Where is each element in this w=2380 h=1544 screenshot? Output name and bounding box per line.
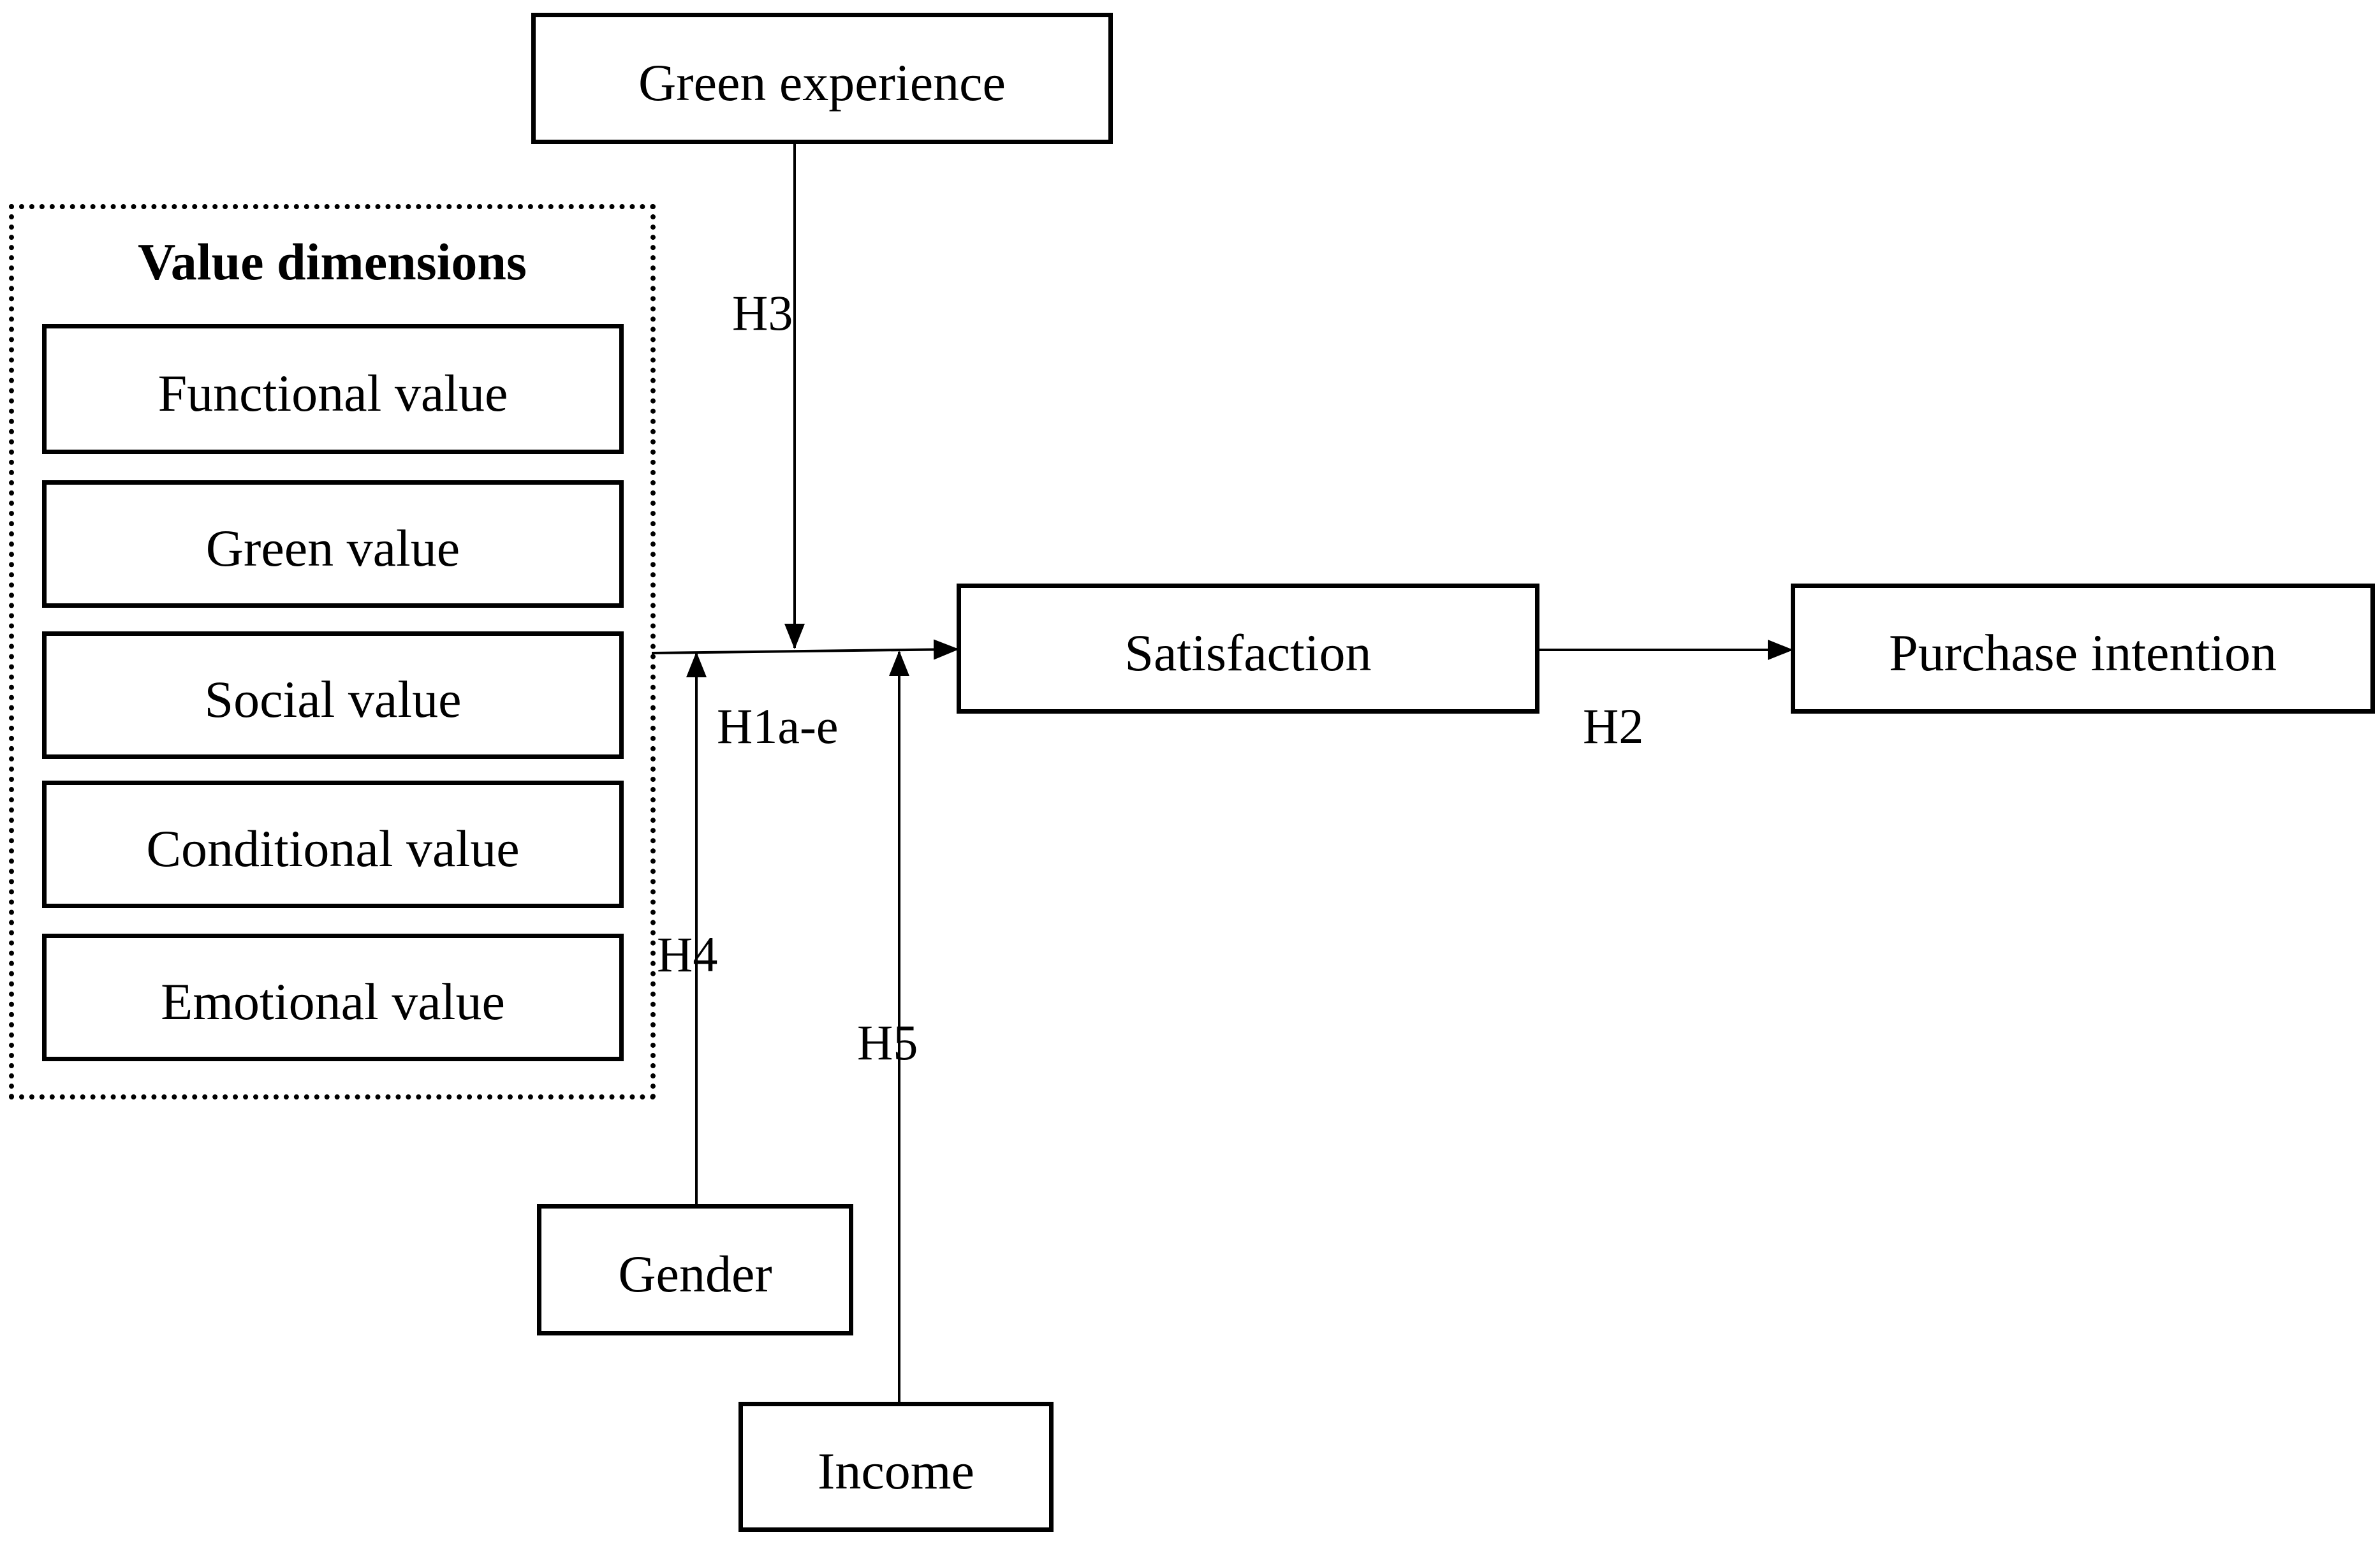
green-experience-label: Green experience	[638, 54, 1006, 112]
social-value-box: Social value	[42, 631, 624, 759]
value-dimensions-group	[9, 204, 656, 1099]
green-experience-box: Green experience	[531, 13, 1113, 144]
income-label: Income	[818, 1442, 974, 1500]
conditional-value-label: Conditional value	[146, 820, 520, 878]
gender-label: Gender	[618, 1245, 772, 1303]
income-box: Income	[738, 1402, 1054, 1532]
hypothesis-h2-label: H2	[1583, 698, 1644, 754]
hypothesis-h1-label: H1a-e	[717, 698, 839, 754]
emotional-value-label: Emotional value	[161, 973, 505, 1031]
satisfaction-box: Satisfaction	[957, 584, 1539, 714]
green-value-box: Green value	[42, 480, 624, 608]
purchase-intention-box: Purchase intention	[1791, 584, 2375, 714]
satisfaction-label: Satisfaction	[1124, 624, 1372, 682]
functional-value-box: Functional value	[42, 324, 624, 454]
emotional-value-box: Emotional value	[42, 934, 624, 1061]
functional-value-label: Functional value	[158, 364, 508, 422]
conditional-value-box: Conditional value	[42, 781, 624, 908]
hypothesis-h3-label: H3	[732, 285, 793, 341]
purchase-intention-label: Purchase intention	[1888, 624, 2277, 682]
hypothesis-h4-label: H4	[657, 927, 718, 982]
green-value-label: Green value	[205, 519, 460, 577]
gender-box: Gender	[537, 1204, 853, 1335]
social-value-label: Social value	[204, 670, 462, 728]
arrow-value-to-satisfaction	[651, 639, 959, 660]
value-dimensions-title: Value dimensions	[138, 233, 527, 291]
hypothesis-h5-label: H5	[857, 1015, 918, 1070]
